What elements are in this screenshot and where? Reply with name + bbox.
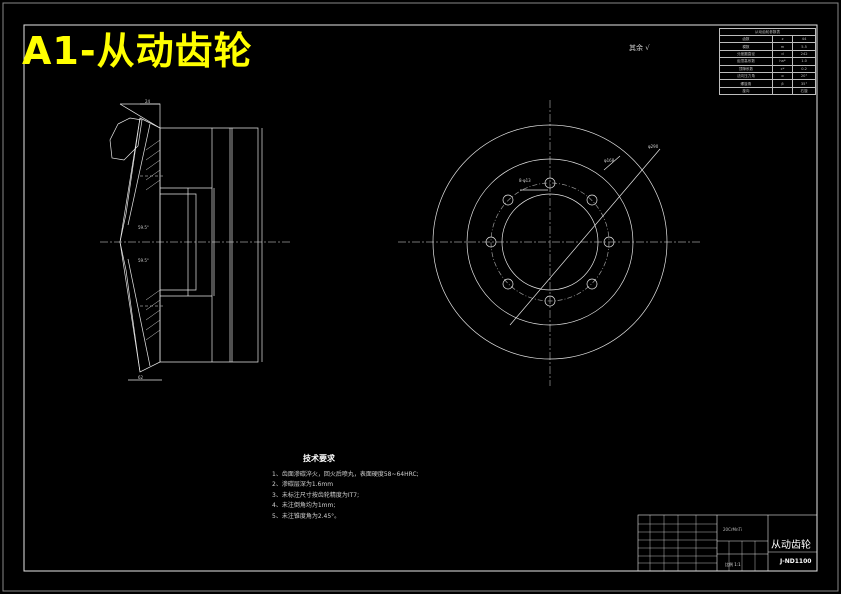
- tech-item: 2、渗碳层深为1.6mm: [272, 481, 334, 489]
- dim-angle-1: 59.5°: [138, 225, 149, 230]
- inner-frame: [23, 24, 818, 572]
- bore-circle: [501, 193, 599, 291]
- outer-circle: [432, 124, 668, 360]
- tech-item: 5、未注锥度角为2.45°。: [272, 512, 341, 520]
- tech-item: 1、齿面渗碳淬火，回火后喷丸，表面硬度58~64HRC;: [272, 471, 419, 478]
- tech-item: 3、未标注尺寸按齿轮精度为IT7;: [272, 491, 360, 499]
- bolt-holes: [485, 177, 615, 307]
- root-circle: [466, 158, 634, 326]
- front-dimension-labels: φ290 φ168 8-φ13: [519, 144, 659, 183]
- param-table-title: 从动齿轮参数表: [719, 28, 816, 36]
- tech-item: 4、未注倒角均为1mm;: [272, 502, 336, 510]
- dim-width-top: 24: [145, 99, 151, 104]
- param-row: 旋向右旋: [719, 86, 816, 96]
- bolt-circle: [490, 182, 610, 302]
- drawing-code: J-ND1100: [780, 558, 812, 565]
- front-view: [398, 100, 702, 386]
- section-dimension-labels: 24 62 59.5° 59.5°: [138, 99, 151, 380]
- sheet-title: A1-从动齿轮: [22, 29, 253, 73]
- dim-angle-2: 59.5°: [138, 258, 149, 263]
- scale-note: 比例 1:1: [725, 562, 741, 567]
- roughness-note: 其余 √: [629, 44, 650, 52]
- tech-requirements-list: 1、齿面渗碳淬火，回火后喷丸，表面硬度58~64HRC; 2、渗碳层深为1.6m…: [272, 470, 419, 522]
- dim-hole: 8-φ13: [519, 178, 531, 183]
- section-view: [100, 103, 292, 381]
- tech-requirements-title: 技术要求: [303, 454, 335, 463]
- title-block: [637, 514, 818, 572]
- part-name: 从动齿轮: [771, 540, 811, 551]
- dim-outer: φ290: [648, 144, 659, 149]
- dim-bolt-circle: φ168: [604, 158, 615, 163]
- material-note: 20CrMnTi: [723, 527, 742, 532]
- dim-width-bottom: 62: [138, 375, 144, 380]
